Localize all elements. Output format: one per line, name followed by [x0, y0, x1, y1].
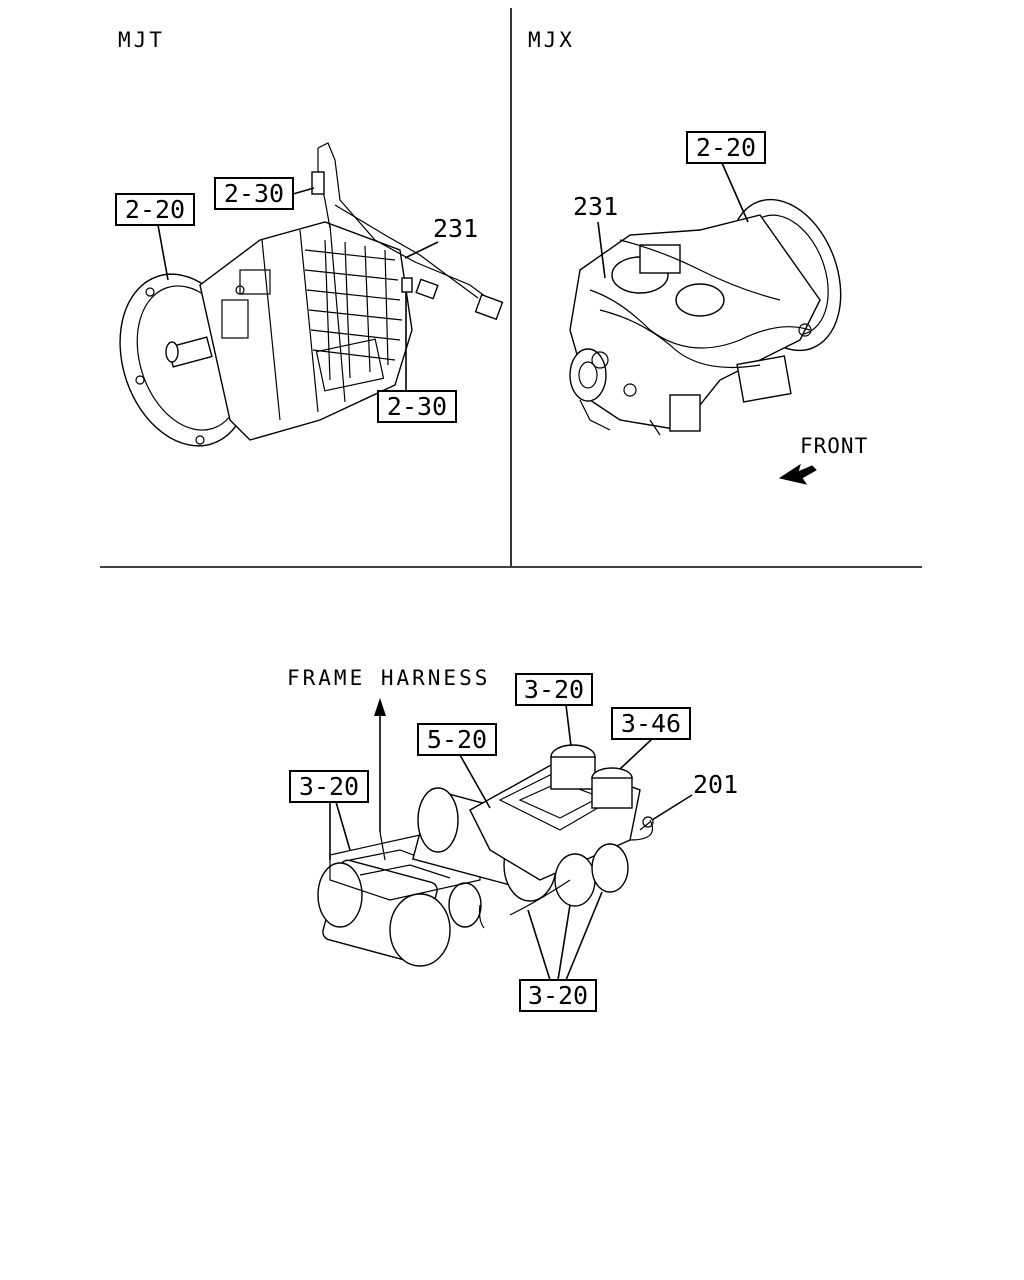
mjt-callout-sensor-top: 2-30 [224, 179, 284, 208]
mjt-panel: MJT [115, 28, 504, 447]
front-arrow-icon [778, 463, 817, 485]
tank-callout-body: 5-20 [427, 725, 487, 754]
air-tank-drawing [317, 744, 654, 967]
mjx-title: MJX [528, 28, 575, 52]
mjt-callout-sensor-bottom-box [377, 390, 457, 423]
mjx-transmission-drawing [569, 198, 842, 436]
tank-callout-bottom-box [519, 979, 597, 1012]
frame-harness-arrow-icon [374, 698, 386, 716]
mjx-panel: MJX 231 2-20 [528, 28, 868, 485]
valve-callout-top: 3-46 [621, 709, 681, 738]
mjx-callout-harness: 231 [573, 192, 618, 221]
tank-callout-top: 3-20 [524, 675, 584, 704]
frame-harness-label: FRAME HARNESS [287, 666, 490, 690]
tank-callout-body-box [417, 723, 497, 756]
mjt-callout-sensor-bottom: 2-30 [387, 392, 447, 421]
mjt-callout-case: 2-20 [125, 195, 185, 224]
tank-callout-left-box [289, 770, 369, 803]
tank-callout-top-box [515, 673, 593, 706]
tank-callout-bottom: 3-20 [528, 981, 588, 1010]
harness-callout: 201 [693, 770, 738, 799]
mjt-transmission-drawing [119, 142, 504, 447]
mjt-callout-case-box [115, 193, 195, 226]
tanks-panel: FRAME HARNESS [287, 666, 738, 1012]
tank-callout-left: 3-20 [299, 772, 359, 801]
mjx-callout-case: 2-20 [696, 133, 756, 162]
mjt-callout-harness: 231 [433, 214, 478, 243]
mjt-title: MJT [118, 28, 165, 52]
front-label: FRONT [800, 434, 868, 458]
mjx-callout-case-box [686, 131, 766, 164]
